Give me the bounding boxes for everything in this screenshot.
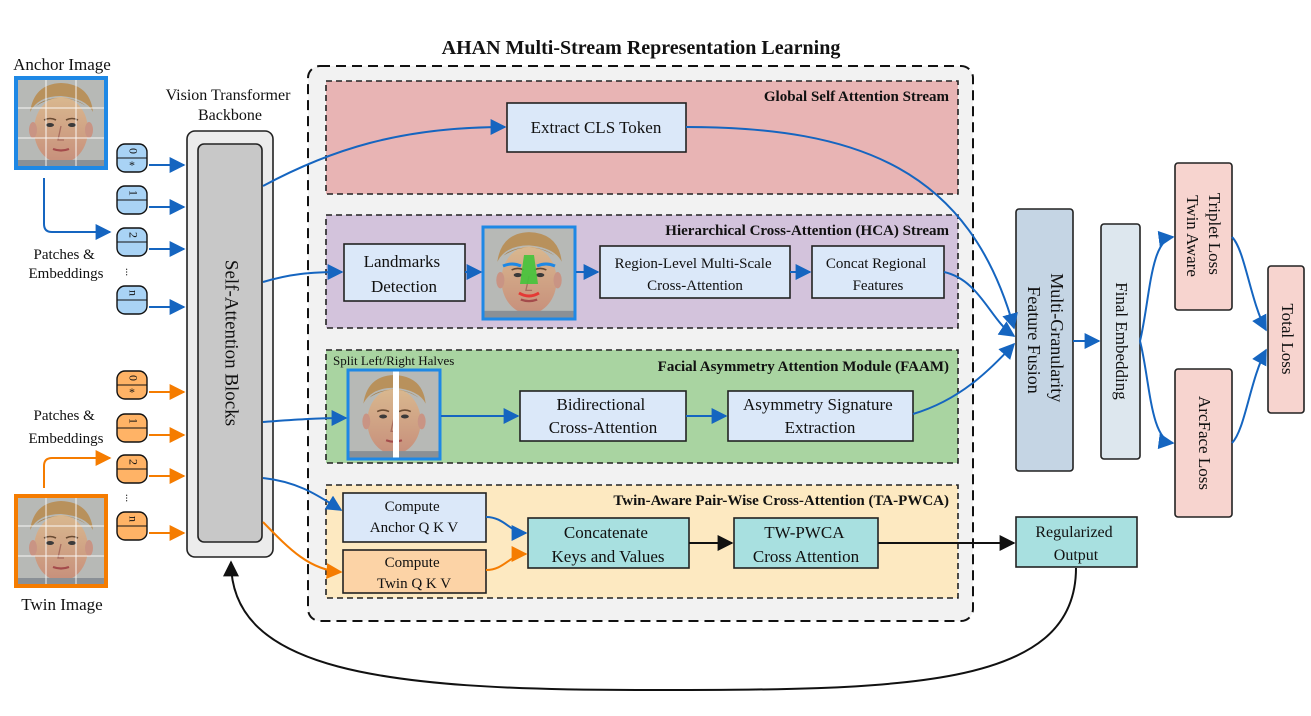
multi-stream-container xyxy=(307,65,974,622)
backbone-to-twin-qkv-arrow xyxy=(262,521,343,580)
landmark-face-image xyxy=(481,225,577,321)
twin-image-label: Twin Image xyxy=(21,595,102,614)
anchor-token-2: 2 xyxy=(116,227,148,257)
twin-qkv-label: Compute Twin Q K V xyxy=(377,555,451,592)
asymmetry-signature-label: Asymmetry Signature Extraction xyxy=(743,395,897,437)
svg-text:1: 1 xyxy=(126,190,140,196)
landmarks-detection-label: Landmarks Detection xyxy=(364,252,445,296)
backbone-label: Vision Transformer Backbone xyxy=(166,87,295,124)
anchor-image xyxy=(14,76,108,170)
twin-patches-label: Patches & Embeddings xyxy=(29,408,104,447)
svg-text:2: 2 xyxy=(126,232,140,238)
backbone-to-anchor-qkv-arrow xyxy=(262,477,343,511)
twin-qkv-to-concat-arrow xyxy=(485,546,528,571)
twin-token-1: 1 xyxy=(116,413,148,443)
regularized-output-label: Regularized Output xyxy=(1035,524,1116,564)
region-cross-attention-label: Region-Level Multi-Scale Cross-Attention xyxy=(615,256,776,294)
twin-token-n: n xyxy=(116,511,148,541)
self-attention-blocks-label: Self-Attention Blocks xyxy=(221,260,242,426)
bidirectional-cross-attention-box xyxy=(519,390,687,442)
anchor-qkv-box xyxy=(342,492,487,543)
feature-fusion-label: Multi-Granularity Feature Fusion xyxy=(1024,273,1067,406)
split-halves-label: Split Left/Right Halves xyxy=(333,353,454,368)
hca-to-fusion-arrow xyxy=(943,271,1016,337)
anchor-token-ellipsis: ... xyxy=(123,268,135,277)
cls-to-fusion-arrow xyxy=(685,126,1018,330)
regularized-feedback-arrow xyxy=(223,560,1077,692)
backbone-to-split-arrow xyxy=(262,410,348,427)
concatenate-kv-label: Concatenate Keys and Values xyxy=(552,523,665,566)
total-loss-box xyxy=(1267,265,1305,414)
bidirectional-cross-attention-label: Bidirectional Cross-Attention xyxy=(549,395,658,437)
twin-token-ellipsis: ... xyxy=(123,494,135,503)
twin-image xyxy=(14,494,108,588)
triplet-to-total-arrow xyxy=(1231,236,1267,332)
twin-token-2: 2 xyxy=(116,454,148,484)
svg-text:1: 1 xyxy=(126,418,140,424)
svg-text:2: 2 xyxy=(126,459,140,465)
triplet-loss-box xyxy=(1174,162,1233,311)
total-loss-label: Total Loss xyxy=(1278,303,1297,374)
asymmetry-signature-box xyxy=(727,390,914,442)
anchor-qkv-label: Compute Anchor Q K V xyxy=(370,499,459,536)
extract-cls-token-box xyxy=(506,102,687,153)
twin-token-cls: 0 * xyxy=(116,370,148,400)
anchor-qkv-to-concat-arrow xyxy=(485,516,528,541)
twpwca-cross-attention-box xyxy=(733,517,879,569)
svg-text:*: * xyxy=(129,158,135,172)
twin-token-arrows xyxy=(149,384,186,541)
final-embedding-label: Final Embedding xyxy=(1112,282,1131,400)
twin-to-patches-arrow xyxy=(43,450,112,488)
svg-text:n: n xyxy=(126,516,140,522)
anchor-token-n: n xyxy=(116,285,148,315)
svg-text:0: 0 xyxy=(126,148,140,154)
anchor-image-label: Anchor Image xyxy=(13,55,111,74)
twin-qkv-box xyxy=(342,549,487,594)
regularized-output-box xyxy=(1015,516,1138,568)
diagram-title: AHAN Multi-Stream Representation Learnin… xyxy=(442,37,841,59)
embedding-to-arcface-arrow xyxy=(1139,340,1175,450)
hca-stream-title: Hierarchical Cross-Attention (HCA) Strea… xyxy=(665,223,949,239)
svg-text:0: 0 xyxy=(126,375,140,381)
embedding-to-triplet-arrow xyxy=(1139,230,1175,342)
landmarks-detection-box xyxy=(343,243,466,302)
concat-regional-label: Concat Regional Features xyxy=(826,256,930,294)
split-face-image xyxy=(346,368,442,461)
anchor-token-1: 1 xyxy=(116,185,148,215)
tapwca-stream-title: Twin-Aware Pair-Wise Cross-Attention (TA… xyxy=(613,493,949,509)
self-attention-blocks xyxy=(197,143,263,543)
anchor-token-cls: 0 * xyxy=(116,143,148,173)
anchor-patches-label: Patches & Embeddings xyxy=(29,247,104,282)
backbone-to-cls-arrow xyxy=(262,119,507,187)
faam-stream-title: Facial Asymmetry Attention Module (FAAM) xyxy=(658,359,949,375)
twpwca-cross-attention-label: TW-PWCA Cross Attention xyxy=(753,523,860,566)
triplet-loss-label: Triplet Loss Twin Aware xyxy=(1183,193,1224,279)
extract-cls-token-label: Extract CLS Token xyxy=(531,118,662,137)
anchor-token-arrows xyxy=(149,157,186,315)
arcface-to-total-arrow xyxy=(1231,348,1267,444)
svg-text:n: n xyxy=(126,290,140,296)
svg-text:*: * xyxy=(129,385,135,399)
asymmetry-to-fusion-arrow xyxy=(912,342,1016,415)
arcface-loss-label: ArcFace Loss xyxy=(1195,396,1214,490)
backbone-to-landmarks-arrow xyxy=(262,264,344,283)
anchor-to-patches-arrow xyxy=(43,178,112,240)
global-stream-title: Global Self Attention Stream xyxy=(764,89,950,105)
